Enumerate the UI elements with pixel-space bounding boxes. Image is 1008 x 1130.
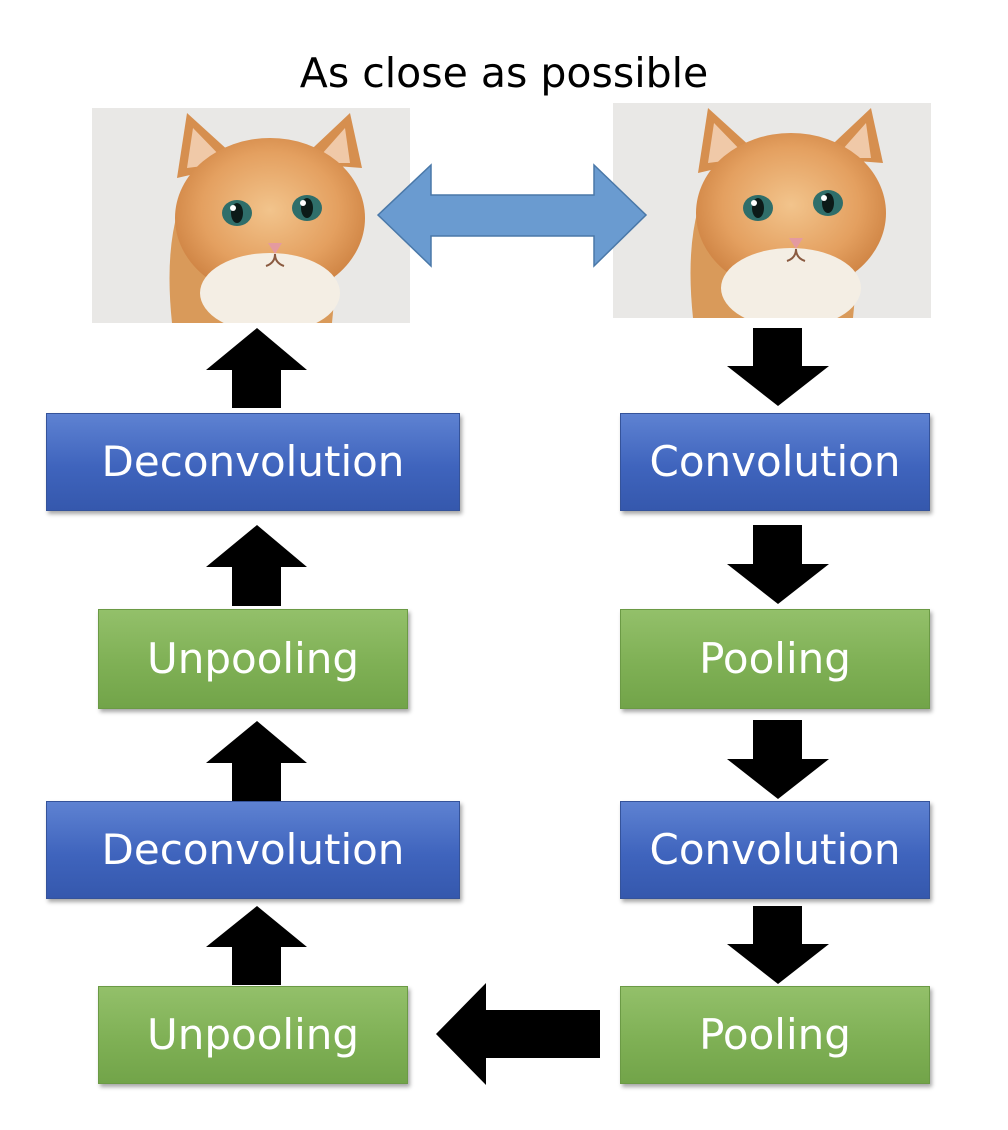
deconvolution-label: Deconvolution <box>101 825 405 874</box>
down-arrow-conv1-to-pool1 <box>727 525 829 604</box>
unpooling-label: Unpooling <box>146 634 360 683</box>
unpooling-box-upper: Unpooling <box>98 609 408 709</box>
input-kitten-image <box>613 103 931 318</box>
down-arrow-pool1-to-conv2 <box>727 720 829 799</box>
deconvolution-box-top: Deconvolution <box>46 413 460 511</box>
convolution-label: Convolution <box>649 437 901 486</box>
down-arrow-conv2-to-pool2 <box>727 906 829 984</box>
convolution-label: Convolution <box>649 825 901 874</box>
pooling-label: Pooling <box>699 1010 851 1059</box>
diagram-title: As close as possible <box>299 49 709 97</box>
up-arrow-deconv2-to-unpool1 <box>206 721 307 801</box>
down-arrow-image-to-conv1 <box>727 328 829 406</box>
convolution-box-bottom: Convolution <box>620 801 930 899</box>
unpooling-box-lower: Unpooling <box>98 986 408 1084</box>
up-arrow-unpool1-to-deconv1 <box>206 525 307 606</box>
convolution-box-top: Convolution <box>620 413 930 511</box>
up-arrow-deconv1-to-image <box>206 328 307 408</box>
deconvolution-label: Deconvolution <box>101 437 405 486</box>
compare-double-arrow <box>376 163 648 268</box>
deconvolution-box-bottom: Deconvolution <box>46 801 460 899</box>
pooling-box-upper: Pooling <box>620 609 930 709</box>
pooling-label: Pooling <box>699 634 851 683</box>
pooling-box-lower: Pooling <box>620 986 930 1084</box>
output-kitten-image <box>92 108 410 323</box>
up-arrow-unpool2-to-deconv2 <box>206 906 307 985</box>
unpooling-label: Unpooling <box>146 1010 360 1059</box>
left-arrow-pool2-to-unpool2 <box>436 983 600 1085</box>
